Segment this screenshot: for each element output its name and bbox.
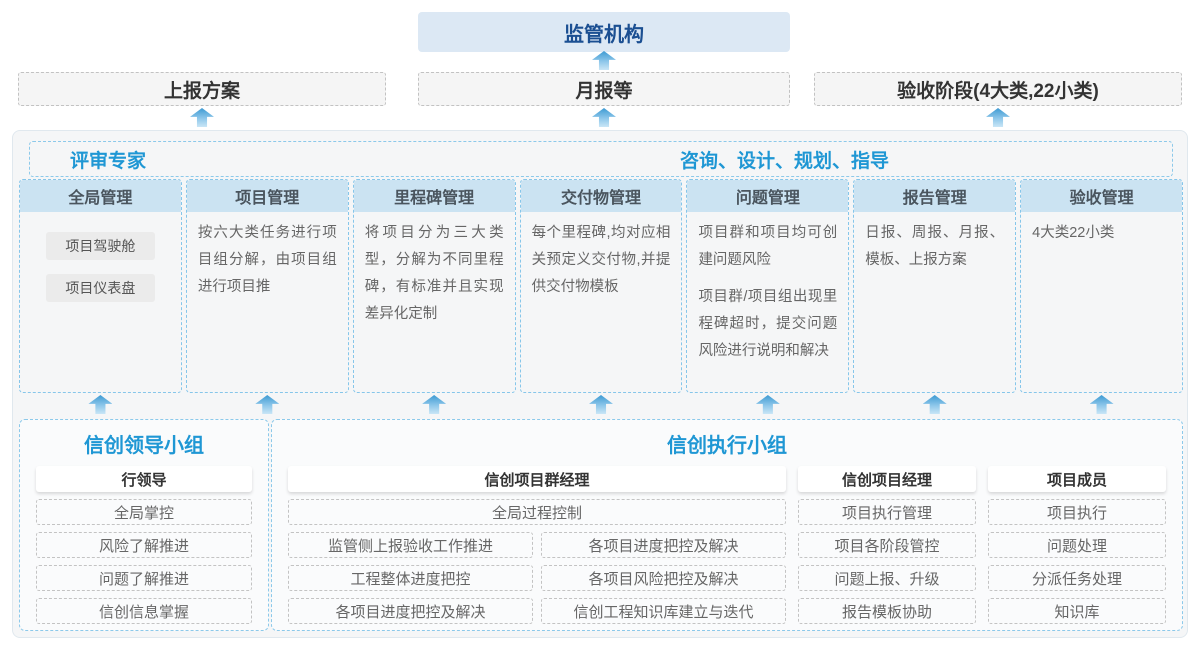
up-arrow-icon [255,395,280,414]
up-arrow-icon [592,108,616,127]
role-header-project-manager: 信创项目经理 [798,466,976,492]
task-item: 报告模板协助 [798,598,976,624]
advisor-strip: 评审专家 咨询、设计、规划、指导 [29,141,1173,177]
task-item: 知识库 [988,598,1166,624]
column-paragraph: 按六大类任务进行项目组分解，由项目组进行项目推 [197,225,337,295]
channel-box-monthly-report: 月报等 [418,72,790,106]
channel-label: 上报方案 [163,80,240,102]
exec-group-title: 信创执行小组 [667,435,787,457]
column-body: 项目驾驶舱 项目仪表盘 [20,212,181,310]
column-paragraph: 将项目分为三大类型，分解为不同里程碑，有标准并且实现差异化定制 [364,225,504,322]
role-header-project-member: 项目成员 [988,466,1166,492]
task-item: 信创工程知识库建立与迭代 [541,598,786,624]
project-manager-column: 信创项目经理 项目执行管理 项目各阶段管控 问题上报、升级 报告模板协助 [798,466,976,624]
regulator-box: 监管机构 [418,12,790,52]
channel-label: 月报等 [575,80,633,102]
task-item: 各项目进度把控及解决 [288,598,533,624]
column-title: 里程碑管理 [353,180,515,212]
project-member-column: 项目成员 项目执行 问题处理 分派任务处理 知识库 [988,466,1166,624]
pill-project-cockpit: 项目驾驶舱 [46,232,155,260]
column-global-management: 全局管理 项目驾驶舱 项目仪表盘 [19,179,182,393]
pill-project-dashboard: 项目仪表盘 [46,274,155,302]
column-paragraph: 项目群/项目组出现里程碑超时，提交问题风险进行说明和解决 [698,289,838,359]
column-body: 4大类22小类 [1021,212,1182,265]
channel-label: 验收阶段(4大类,22小类) [897,80,1099,102]
task-item: 项目执行 [988,499,1166,525]
column-body: 按六大类任务进行项目组分解，由项目组进行项目推 [187,212,348,319]
task-item: 风险了解推进 [36,532,252,558]
experts-label: 评审专家 [70,150,147,172]
task-item: 信创信息掌握 [36,598,252,624]
task-item: 各项目风险把控及解决 [541,565,786,591]
task-item: 全局掌控 [36,499,252,525]
column-title: 验收管理 [1021,180,1183,212]
task-item: 问题上报、升级 [798,565,976,591]
program-manager-column: 信创项目群经理 全局过程控制 监管侧上报验收工作推进 工程整体进度把控 各项目进… [288,466,786,624]
column-title: 项目管理 [186,180,348,212]
channel-box-acceptance-stage: 验收阶段(4大类,22小类) [814,72,1182,106]
column-issue-management: 问题管理 项目群和项目均可创建问题风险 项目群/项目组出现里程碑超时，提交问题风… [686,179,850,393]
column-deliverable-management: 交付物管理 每个里程碑,均对应相关预定义交付物,并提供交付物模板 [519,179,683,393]
up-arrow-icon [755,395,780,414]
column-paragraph: 4大类22小类 [1032,225,1115,241]
task-item: 问题处理 [988,532,1166,558]
task-item: 各项目进度把控及解决 [541,532,786,558]
advisory-label: 咨询、设计、规划、指导 [680,150,890,172]
column-arrows [19,395,1183,415]
task-item: 工程整体进度把控 [288,565,533,591]
task-item: 全局过程控制 [288,499,786,525]
role-header-bank-leaders: 行领导 [36,466,252,492]
column-body: 日报、周报、月报、模板、上报方案 [854,212,1015,292]
column-paragraph: 日报、周报、月报、模板、上报方案 [865,225,1005,268]
exec-group: 信创执行小组 信创项目群经理 全局过程控制 监管侧上报验收工作推进 工程整体进度… [271,419,1183,631]
up-arrow-icon [986,108,1010,127]
leader-group: 信创领导小组 行领导 全局掌控 风险了解推进 问题了解推进 信创信息掌握 [19,419,269,631]
column-body: 将项目分为三大类型，分解为不同里程碑，有标准并且实现差异化定制 [354,212,515,346]
column-title: 交付物管理 [520,180,682,212]
up-arrow-icon [922,395,947,414]
column-title: 全局管理 [20,180,181,212]
column-milestone-management: 里程碑管理 将项目分为三大类型，分解为不同里程碑，有标准并且实现差异化定制 [352,179,516,393]
task-item: 监管侧上报验收工作推进 [288,532,533,558]
channel-box-report-plan: 上报方案 [18,72,386,106]
main-panel: 评审专家 咨询、设计、规划、指导 全局管理 项目驾驶舱 项目仪表盘 项目管理 按… [12,130,1188,638]
task-item: 问题了解推进 [36,565,252,591]
up-arrow-icon [592,51,616,70]
task-item: 项目执行管理 [798,499,976,525]
column-title: 报告管理 [854,180,1016,212]
task-item: 分派任务处理 [988,565,1166,591]
column-paragraph: 项目群和项目均可创建问题风险 [698,225,838,268]
role-header-program-manager: 信创项目群经理 [288,466,786,492]
up-arrow-icon [589,395,613,414]
up-arrow-icon [88,395,113,414]
regulator-label: 监管机构 [564,23,644,46]
column-report-management: 报告管理 日报、周报、月报、模板、上报方案 [853,179,1017,393]
up-arrow-icon [1089,395,1114,414]
leader-group-title: 信创领导小组 [84,435,204,457]
task-item: 项目各阶段管控 [798,532,976,558]
column-title: 问题管理 [687,180,849,212]
column-paragraph: 每个里程碑,均对应相关预定义交付物,并提供交付物模板 [531,225,671,295]
column-project-management: 项目管理 按六大类任务进行项目组分解，由项目组进行项目推 [185,179,349,393]
column-acceptance-management: 验收管理 4大类22小类 [1020,179,1184,393]
column-body: 项目群和项目均可创建问题风险 项目群/项目组出现里程碑超时，提交问题风险进行说明… [687,212,848,383]
up-arrow-icon [190,108,214,127]
management-columns: 全局管理 项目驾驶舱 项目仪表盘 项目管理 按六大类任务进行项目组分解，由项目组… [19,179,1184,393]
up-arrow-icon [422,395,447,414]
column-body: 每个里程碑,均对应相关预定义交付物,并提供交付物模板 [521,212,682,319]
